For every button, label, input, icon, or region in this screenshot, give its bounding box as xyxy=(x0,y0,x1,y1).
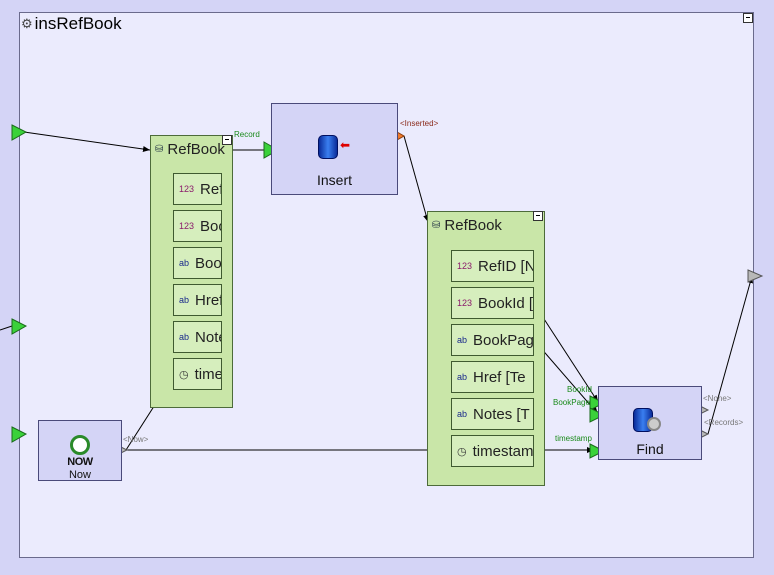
text-type-icon: ab xyxy=(457,409,468,419)
text-type-icon: ab xyxy=(179,295,190,305)
text-type-icon: ab xyxy=(179,258,190,268)
now-icon-text: NOW xyxy=(67,456,93,468)
clock-icon: ◷ xyxy=(179,368,189,381)
text-type-icon: ab xyxy=(179,332,190,342)
right-field-notes[interactable]: ab Notes [T xyxy=(451,398,534,430)
now-node-label: Now xyxy=(68,469,91,481)
right-group-minimize-button[interactable] xyxy=(533,211,543,221)
integer-icon: 123 xyxy=(457,298,473,308)
right-field-bookid[interactable]: 123 BookId [ xyxy=(451,287,534,319)
find-node[interactable]: Find xyxy=(598,386,702,460)
right-field-bookpage[interactable]: ab BookPag xyxy=(451,324,534,356)
right-group-header: ⛁ RefBook xyxy=(432,217,502,234)
find-node-label: Find xyxy=(636,441,664,457)
input-port-2 xyxy=(11,318,28,335)
table-icon: ⛁ xyxy=(155,144,164,155)
wire-in-to-left-group xyxy=(23,131,151,152)
find-timestamp-port xyxy=(589,443,606,459)
wire-stub-left-2 xyxy=(0,325,13,331)
left-field-notes[interactable]: ab Notes xyxy=(173,321,222,353)
wire-records-to-out xyxy=(707,275,754,435)
clock-icon xyxy=(70,435,90,455)
diagram-title: ⚙ insRefBook xyxy=(21,14,122,34)
database-icon xyxy=(318,135,338,159)
input-port-1 xyxy=(11,124,28,141)
gear-icon: ⚙ xyxy=(21,16,33,31)
text-type-icon: ab xyxy=(457,335,468,345)
inserted-port-label: <Inserted> xyxy=(400,119,439,128)
now-out-port-label: <Now> xyxy=(123,435,149,444)
text-type-icon: ab xyxy=(457,372,468,382)
clock-icon: ◷ xyxy=(457,445,467,458)
records-port-label: <Records> xyxy=(704,418,744,427)
find-bookpage-port xyxy=(589,407,606,423)
output-port xyxy=(747,269,764,283)
integer-icon: 123 xyxy=(457,261,473,271)
right-field-refid[interactable]: 123 RefID [N xyxy=(451,250,534,282)
find-bookid-port xyxy=(589,395,606,411)
left-group-header: ⛁ RefBook xyxy=(155,141,225,158)
left-field-bookpage[interactable]: ab BookPage xyxy=(173,247,222,279)
magnifier-icon xyxy=(647,417,661,431)
bookid-port-label: BookId xyxy=(567,385,592,394)
diagram-title-text: insRefBook xyxy=(34,14,122,33)
left-field-href[interactable]: ab Href xyxy=(173,284,222,316)
input-port-3 xyxy=(11,426,28,443)
left-field-refid[interactable]: 123 RefID xyxy=(173,173,222,205)
record-port-label: Record xyxy=(234,130,260,139)
insert-arrow-icon: ⬅ xyxy=(340,138,351,152)
table-icon: ⛁ xyxy=(432,220,441,231)
right-field-href[interactable]: ab Href [Te xyxy=(451,361,534,393)
insert-node-label: Insert xyxy=(316,172,352,188)
now-node[interactable]: NOW Now xyxy=(38,420,122,481)
timestamp-port-label: timestamp xyxy=(555,434,592,443)
insert-node[interactable]: ⬅ Insert xyxy=(271,103,398,195)
integer-icon: 123 xyxy=(179,221,195,231)
wire-inserted-to-right-group xyxy=(403,135,430,223)
bookpage-port-label: BookPage xyxy=(553,398,590,407)
canvas-minimize-button[interactable] xyxy=(743,13,753,23)
left-field-timestamp[interactable]: ◷ timestamp xyxy=(173,358,222,390)
left-field-bookid[interactable]: 123 BookId xyxy=(173,210,222,242)
integer-icon: 123 xyxy=(179,184,195,194)
none-port-label: <None> xyxy=(703,394,732,403)
right-field-timestamp[interactable]: ◷ timestam xyxy=(451,435,534,467)
left-group-minimize-button[interactable] xyxy=(222,135,232,145)
